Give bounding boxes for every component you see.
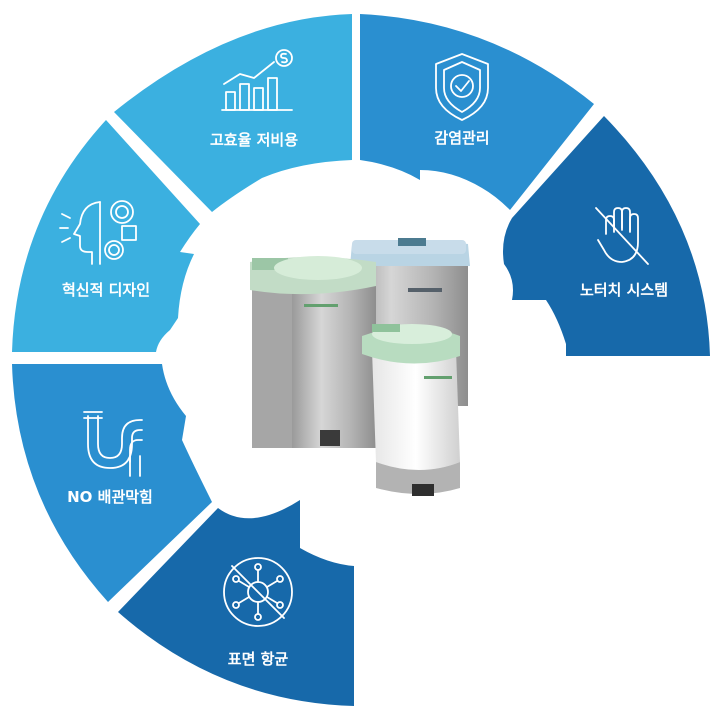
- segment-shape: [114, 14, 352, 212]
- head-gears-icon: [59, 200, 137, 265]
- segment-label: 표면 항균: [228, 650, 289, 668]
- segment-infection-control: 감염관리: [360, 14, 594, 210]
- segment-shape: [360, 14, 594, 210]
- center-product-image: [250, 238, 470, 496]
- segment-label: 고효율 저비용: [210, 131, 298, 149]
- product-unit-green-white: [362, 324, 460, 496]
- segment-innovative-design: 혁신적 디자인: [12, 120, 200, 352]
- segment-shape: [503, 116, 710, 356]
- segment-label: 노터치 시스템: [580, 281, 668, 299]
- no-touch-hand-icon: [595, 207, 649, 265]
- chart-money-icon: [221, 49, 293, 111]
- segment-label: 감염관리: [434, 129, 489, 147]
- segment-shape: [12, 364, 212, 602]
- segment-label: 혁신적 디자인: [62, 281, 150, 299]
- segment-label: NO 배관막힘: [67, 488, 153, 506]
- pipe-icon: [83, 411, 143, 477]
- segment-antibacterial-surface: 표면 항균: [118, 500, 354, 706]
- segment-high-efficiency: 고효율 저비용: [114, 14, 352, 212]
- virus-icon: [223, 557, 293, 627]
- segment-no-touch: 노터치 시스템: [503, 116, 710, 356]
- product-unit-green-steel: [250, 256, 376, 448]
- segment-shape: [12, 120, 200, 352]
- segment-shape: [118, 500, 354, 706]
- segment-no-clogging: NO 배관막힘: [12, 364, 212, 602]
- shield-check-icon: [435, 53, 489, 121]
